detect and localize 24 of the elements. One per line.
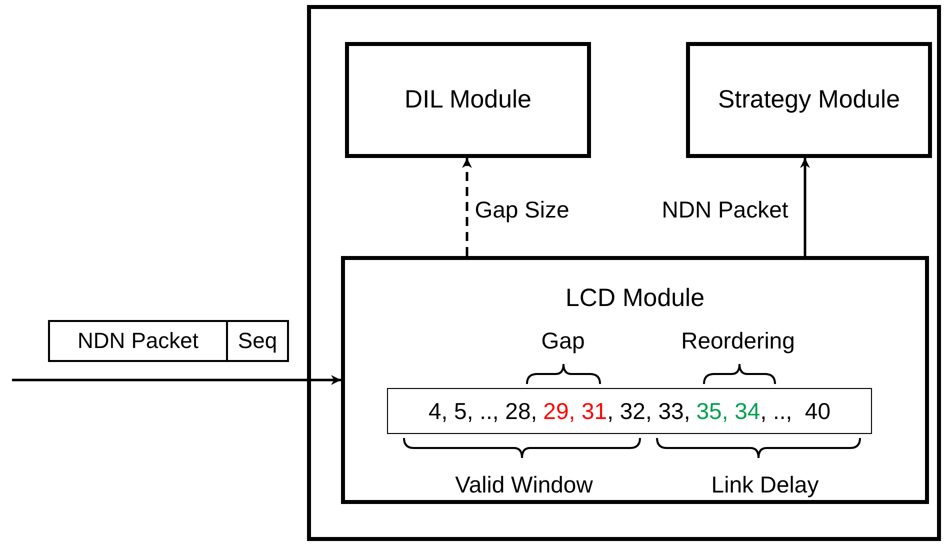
module-title: LCD Module (564, 284, 706, 313)
brace-label: Valid Window (455, 472, 593, 498)
sequence-number-text: 29, 31 (543, 398, 608, 424)
sequence-number-text: 4, 5, .., 28, (428, 398, 538, 424)
module-box (345, 42, 591, 158)
sequence-box (387, 388, 872, 434)
container-box (307, 5, 941, 541)
packet-field (48, 320, 228, 362)
module-title: DIL Module (404, 86, 532, 114)
brace-label: Link Delay (711, 472, 819, 498)
brace-label: Reordering (681, 328, 795, 354)
brace-label: Gap (541, 328, 585, 354)
packet-field (226, 320, 289, 362)
sequence-number-text: 35, 34 (696, 398, 760, 424)
arrow (800, 158, 810, 256)
sequence-number-text: , .., 40 (760, 398, 831, 424)
arrow (462, 158, 472, 256)
module-box (686, 42, 932, 158)
sequence-number-text: , 32, 33, (607, 398, 690, 424)
field-label: Seq (236, 328, 278, 354)
module-box (341, 256, 929, 504)
field-label: NDN Packet (76, 328, 200, 354)
arrow (12, 375, 341, 385)
module-title: Strategy Module (716, 86, 902, 114)
